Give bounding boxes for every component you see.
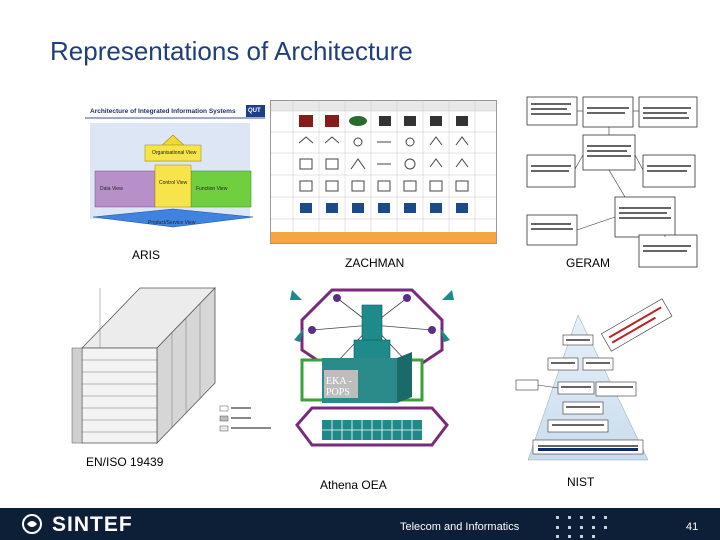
athena-oea-diagram: [282, 270, 462, 465]
aris-function-view: Function View: [196, 186, 228, 192]
department-name: Telecom and Informatics: [400, 521, 520, 533]
en-iso-cube-diagram: [70, 278, 310, 450]
caption-athena: Athena OEA: [320, 478, 387, 492]
zachman-framework-grid: [270, 100, 497, 244]
aris-control-view: Control View: [159, 180, 188, 186]
geram-diagram: [525, 95, 700, 270]
sintef-brand: SINTEF: [52, 513, 133, 536]
page-number: 41: [686, 521, 699, 533]
aris-header: Architecture of Integrated Information S…: [90, 108, 236, 115]
athena-label-line2: POPS: [326, 387, 350, 398]
aris-data-view: Data View: [100, 186, 123, 192]
aris-product-view: Product/Service View: [148, 220, 196, 226]
aris-diagram: [85, 105, 265, 240]
aris-logo: QUT: [248, 108, 261, 114]
caption-geram: GERAM: [566, 256, 611, 270]
sintef-logo-icon: [22, 514, 42, 534]
nist-pyramid-diagram: [508, 290, 698, 470]
caption-nist: NIST: [567, 475, 595, 489]
caption-zachman: ZACHMAN: [345, 256, 405, 270]
footer-bar: SINTEF Telecom and Informatics 41: [0, 508, 720, 540]
athena-eka-label: EKA - POPS: [326, 376, 352, 398]
caption-aris: ARIS: [132, 248, 161, 262]
athena-label-line1: EKA -: [326, 376, 352, 387]
aris-organisational-view: Organisational View: [152, 150, 197, 156]
caption-en-iso: EN/ISO 19439: [86, 455, 164, 469]
slide-title: Representations of Architecture: [50, 36, 413, 66]
